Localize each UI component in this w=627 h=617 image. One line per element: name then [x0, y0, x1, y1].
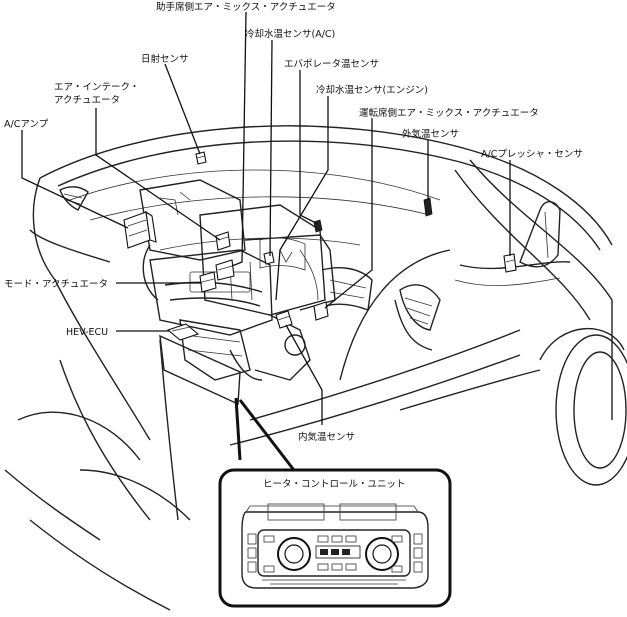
- callout-connector: [234, 397, 302, 479]
- coolant-temp-sensor-ac-icon: [263, 251, 275, 265]
- label-coolant-temp-ac: 冷却水温センサ(A/C): [245, 28, 335, 40]
- passenger-air-mix-actuator-icon: [215, 259, 235, 281]
- label-driver-air-mix: 運転席側エア・ミックス・アクチュエータ: [359, 107, 539, 119]
- leader-lines: [21, 11, 511, 425]
- labels: 助手席側エア・ミックス・アクチュエータ 冷却水温センサ(A/C) 日射センサ エ…: [4, 1, 583, 490]
- label-ac-amp: A/Cアンプ: [4, 119, 49, 130]
- outside-temp-sensor-icon: [423, 197, 433, 217]
- inside-temp-sensor-icon: [275, 310, 293, 329]
- label-hev-ecu: HEV-ECU: [66, 327, 108, 338]
- label-ac-pressure: A/Cプレッシャ・センサ: [481, 149, 583, 160]
- mode-actuator-icon: [199, 271, 217, 293]
- label-inside-temp: 内気温センサ: [298, 431, 355, 443]
- ac-amplifier-icon: [123, 210, 157, 249]
- console-panel-outline: [159, 334, 241, 406]
- label-coolant-temp-engine: 冷却水温センサ(エンジン): [316, 84, 428, 96]
- air-intake-actuator-icon: [215, 231, 231, 251]
- heater-control-unit-callout: [218, 468, 452, 608]
- label-solar-sensor: 日射センサ: [141, 53, 189, 65]
- solar-sensor-icon: [195, 151, 207, 165]
- ac-pressure-sensor-icon: [503, 253, 517, 273]
- label-air-intake-line2: アクチュエータ: [54, 95, 120, 106]
- label-air-intake-line1: エア・インテーク・: [54, 82, 139, 93]
- label-outside-temp: 外気温センサ: [402, 128, 459, 140]
- label-mode-actuator: モード・アクチュエータ: [4, 279, 108, 290]
- hev-ecu-icon: [166, 323, 200, 341]
- label-heater-control-unit: ヒータ・コントロール・ユニット: [263, 479, 406, 490]
- heater-control-panel-icon: [241, 503, 429, 589]
- coolant-temp-sensor-engine-icon: [313, 301, 329, 321]
- hvac-unit-assembly: [139, 179, 373, 381]
- label-evaporator-sensor: エバポレータ温センサ: [284, 59, 379, 70]
- evaporator-temp-sensor-icon: [313, 219, 323, 233]
- label-passenger-air-mix: 助手席側エア・ミックス・アクチュエータ: [156, 1, 336, 13]
